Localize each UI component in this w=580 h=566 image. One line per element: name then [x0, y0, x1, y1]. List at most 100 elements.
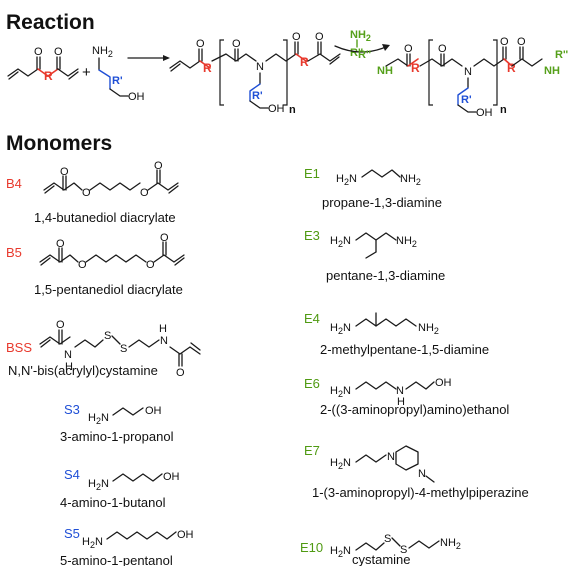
repeat-n-label: n [289, 104, 296, 116]
monomer-name: N,N'-bis(acrylyl)cystamine [8, 363, 158, 378]
r-group-label: R [203, 61, 212, 75]
repeat-n-label: n [500, 104, 507, 116]
hydroxyl-label: OH [177, 529, 194, 541]
r-group-label: R [411, 61, 420, 75]
monomer-code: E7 [304, 443, 320, 458]
monomer-name: 4-amino-1-butanol [60, 495, 166, 510]
carbonyl-oxygen: O [438, 43, 447, 55]
sulfur-label: S [400, 544, 407, 556]
carbonyl-oxygen: O [154, 160, 163, 172]
monomer-code: E4 [304, 311, 320, 326]
monomer-bss: BSS O N H S S H N O N,N'-bis(acrylyl)cys… [6, 319, 201, 379]
r-double-prime-label: R'' [350, 47, 364, 59]
monomer-s4: S4 H2N OH 4-amino-1-butanol [60, 467, 180, 510]
monomer-code: S5 [64, 526, 80, 541]
nh-label: N [64, 349, 72, 361]
monomer-e6: E6 H2N N H OH 2-((3-aminopropyl)amino)et… [304, 376, 509, 417]
sulfur-label: S [104, 330, 111, 342]
ester-oxygen: O [140, 187, 149, 199]
h-label: H [65, 361, 73, 373]
carbonyl-oxygen: O [196, 38, 205, 50]
sulfur-label: S [384, 533, 391, 545]
hydroxyl-label: OH [476, 107, 493, 119]
amine-label: H2N [88, 478, 109, 492]
monomers-heading: Monomers [6, 132, 112, 155]
monomer-name: cystamine [352, 552, 411, 566]
amine-label: H2N [82, 536, 103, 550]
monomer-code: E1 [304, 166, 320, 181]
monomer-e3: E3 H2N NH2 pentane-1,3-diamine [304, 228, 445, 283]
carbonyl-oxygen: O [160, 232, 169, 244]
hydroxyl-label: OH [268, 103, 285, 115]
monomer-name: 1,5-pentanediol diacrylate [34, 282, 183, 297]
monomer-e4: E4 H2N NH2 2-methylpentane-1,5-diamine [304, 311, 489, 357]
reaction-heading: Reaction [6, 11, 95, 34]
r-group-label: R [300, 55, 309, 69]
amine-label: NH2 [440, 537, 461, 551]
amine-label: H2N [330, 545, 351, 559]
r-prime-label: R' [112, 75, 123, 87]
amino-alcohol-reactant: NH2 R' OH [92, 45, 145, 103]
nh-label: NH [377, 65, 393, 77]
amine-label: NH2 [92, 45, 113, 59]
carbonyl-oxygen: O [54, 46, 63, 58]
monomer-code: S4 [64, 467, 80, 482]
monomer-name: pentane-1,3-diamine [326, 268, 445, 283]
ester-oxygen: O [146, 259, 155, 271]
carbonyl-oxygen: O [56, 238, 65, 250]
amine-label: H2N [330, 235, 351, 249]
carbonyl-oxygen: O [404, 43, 413, 55]
carbonyl-oxygen: O [60, 166, 69, 178]
nitrogen-label: N [387, 451, 395, 463]
amine-label: H2N [336, 173, 357, 187]
monomer-s5: S5 H2N OH 5-amino-1-pentanol [60, 526, 194, 566]
reaction-arrow-1 [127, 55, 170, 61]
ester-oxygen: O [78, 259, 87, 271]
r-group-label: R [44, 69, 53, 83]
polymer-intermediate: O R O N O R O R' OH n [169, 31, 341, 116]
monomer-code: E6 [304, 376, 320, 391]
monomer-code: E10 [300, 540, 323, 555]
monomer-name: 1,4-butanediol diacrylate [34, 210, 176, 225]
monomer-name: 5-amino-1-pentanol [60, 553, 173, 566]
monomer-code: S3 [64, 402, 80, 417]
amine-label: H2N [330, 322, 351, 336]
monomer-code: B4 [6, 176, 22, 191]
amine-label: NH2 [396, 235, 417, 249]
amine-label: H2N [330, 385, 351, 399]
nitrogen-label: N [464, 66, 472, 78]
amine-label: NH2 [418, 322, 439, 336]
carbonyl-oxygen: O [176, 367, 185, 379]
carbonyl-oxygen: O [292, 31, 301, 43]
monomer-s3: S3 H2N OH 3-amino-1-propanol [60, 402, 174, 444]
monomer-e10: E10 H2N S S NH2 cystamine [300, 533, 461, 566]
end-capped-polymer-product: R'' NH O R O N O R O NH R'' R' OH n [358, 36, 569, 119]
hydroxyl-label: OH [163, 471, 180, 483]
amine-label: NH2 [400, 173, 421, 187]
amine-label: NH2 [350, 29, 371, 43]
sulfur-label: S [120, 343, 127, 355]
h-label: H [397, 396, 405, 408]
plus-sign: + [82, 64, 91, 81]
hydroxyl-label: OH [435, 377, 452, 389]
monomer-b4: B4 O O O O 1,4-butanediol diacrylate [6, 160, 179, 225]
amine-label: H2N [88, 412, 109, 426]
monomer-code: E3 [304, 228, 320, 243]
nh-label: N [396, 385, 404, 397]
nh-label: NH [544, 65, 560, 77]
r-prime-label: R' [252, 90, 263, 102]
end-cap-reagent: NH2 R'' [350, 29, 371, 59]
h-label: H [159, 323, 167, 335]
amine-label: H2N [330, 457, 351, 471]
r-group-label: R [507, 61, 516, 75]
monomer-name: 3-amino-1-propanol [60, 429, 174, 444]
ester-oxygen: O [82, 187, 91, 199]
carbonyl-oxygen: O [34, 46, 43, 58]
hydroxyl-label: OH [128, 91, 145, 103]
monomer-name: 1-(3-aminopropyl)-4-methylpiperazine [312, 485, 529, 500]
monomer-code: B5 [6, 245, 22, 260]
r-prime-label: R' [461, 94, 472, 106]
nh-label: N [160, 335, 168, 347]
carbonyl-oxygen: O [500, 36, 509, 48]
